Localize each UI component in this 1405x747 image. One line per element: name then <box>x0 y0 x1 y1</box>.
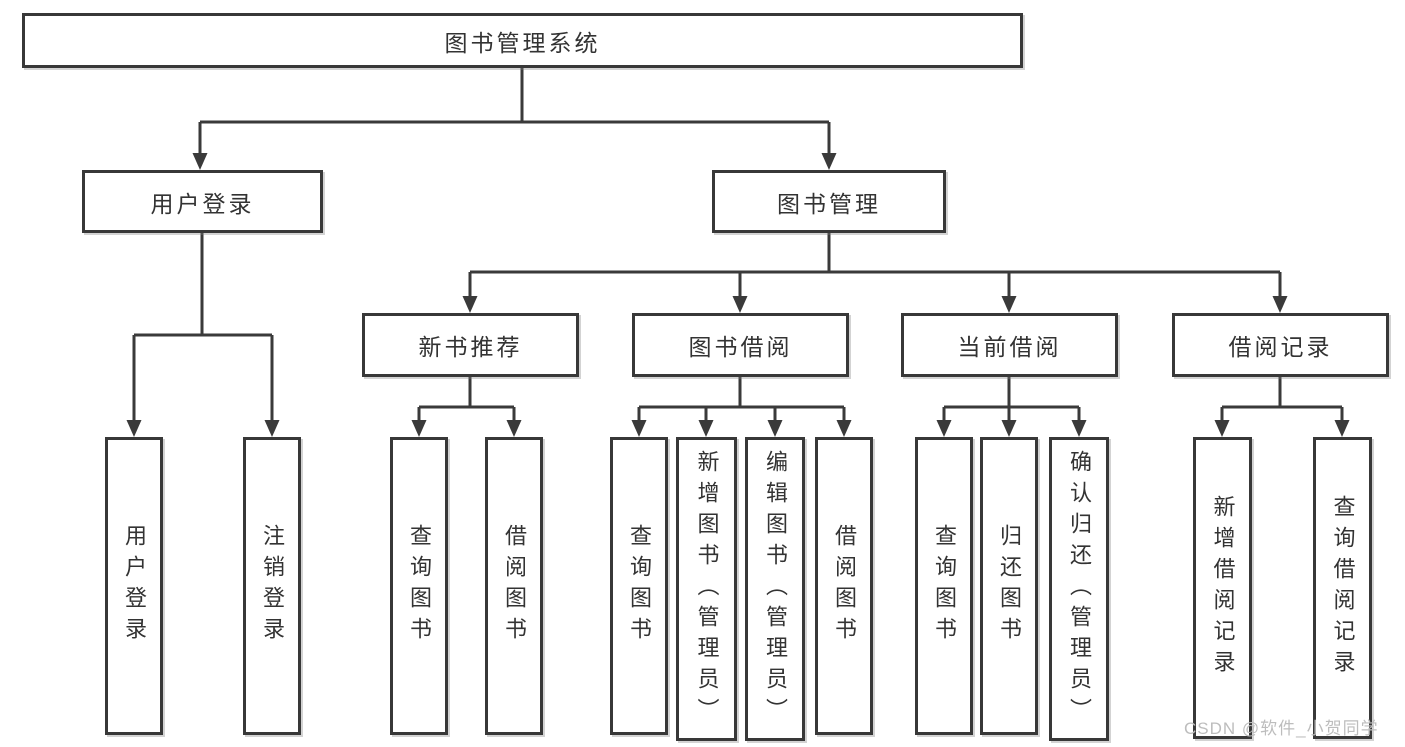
node-root-label: 图书管理系统 <box>444 29 601 56</box>
leaf-confirm-return-admin-label: 确认归还（管理员） <box>1067 449 1092 729</box>
leaf-confirm-return-admin: 确认归还（管理员） <box>1049 437 1109 741</box>
arrowhead-icon <box>1214 420 1230 437</box>
leaf-add-book-admin-label: 新增图书（管理员） <box>694 449 720 729</box>
arrowhead-icon <box>767 420 783 437</box>
leaf-query-books-borrow: 查询图书 <box>610 437 668 735</box>
leaf-borrow-books-recommend-label: 借阅图书 <box>502 524 527 648</box>
leaf-query-books-current: 查询图书 <box>915 437 973 735</box>
leaf-query-borrow-record-label: 查询借阅记录 <box>1330 495 1356 681</box>
leaf-user-login: 用户登录 <box>105 437 163 735</box>
arrowhead-icon <box>1001 420 1017 437</box>
connector-bookmgmt-to-level3 <box>468 230 1282 297</box>
leaf-borrow-books-recommend: 借阅图书 <box>485 437 543 735</box>
leaf-logout: 注销登录 <box>243 437 301 735</box>
arrowhead-icon <box>1272 296 1288 313</box>
leaf-return-book: 归还图书 <box>980 437 1038 735</box>
connector-bookborrow-to-leaves <box>637 375 846 421</box>
arrowhead-icon <box>506 420 522 437</box>
arrowhead-icon <box>411 420 427 437</box>
leaf-query-borrow-record: 查询借阅记录 <box>1313 437 1372 739</box>
node-user-login: 用户登录 <box>82 170 323 233</box>
node-current-borrow: 当前借阅 <box>901 313 1118 377</box>
leaf-logout-label: 注销登录 <box>260 524 285 648</box>
arrowhead-icon <box>1001 296 1017 313</box>
node-borrow-records-label: 借阅记录 <box>1228 334 1333 360</box>
arrowhead-icon <box>462 296 478 313</box>
leaf-query-books-current-label: 查询图书 <box>932 524 957 648</box>
arrowhead-icon <box>126 420 142 437</box>
arrowhead-icon <box>836 420 852 437</box>
connector-userlogin-to-leaves <box>132 230 274 421</box>
node-root: 图书管理系统 <box>22 13 1023 68</box>
leaf-query-books-borrow-label: 查询图书 <box>627 524 652 648</box>
connector-newbook-to-leaves <box>417 375 516 421</box>
connector-root-to-level2 <box>198 66 831 154</box>
leaf-query-books-recommend: 查询图书 <box>390 437 448 735</box>
leaf-edit-book-admin: 编辑图书（管理员） <box>745 437 805 741</box>
arrowhead-icon <box>698 420 714 437</box>
connector-currentborrow-to-leaves <box>942 375 1081 421</box>
leaf-user-login-label: 用户登录 <box>122 524 147 648</box>
leaf-add-borrow-record: 新增借阅记录 <box>1193 437 1252 739</box>
arrowhead-icon <box>631 420 647 437</box>
node-book-borrow-label: 图书借阅 <box>688 334 793 360</box>
leaf-query-books-recommend-label: 查询图书 <box>407 524 432 648</box>
leaf-edit-book-admin-label: 编辑图书（管理员） <box>763 449 788 729</box>
node-user-login-label: 用户登录 <box>150 190 255 217</box>
node-new-book-recommend: 新书推荐 <box>362 313 579 377</box>
node-book-management-label: 图书管理 <box>777 190 881 217</box>
arrowhead-icon <box>1071 420 1087 437</box>
node-new-book-recommend-label: 新书推荐 <box>418 334 523 360</box>
arrowhead-icon <box>264 420 280 437</box>
node-book-management: 图书管理 <box>712 170 946 233</box>
connector-records-to-leaves <box>1220 375 1344 421</box>
leaf-borrow-books: 借阅图书 <box>815 437 873 735</box>
node-current-borrow-label: 当前借阅 <box>957 334 1062 360</box>
arrowhead-icon <box>192 153 208 170</box>
csdn-watermark: CSDN @软件_小贺同学 <box>1184 719 1379 738</box>
node-borrow-records: 借阅记录 <box>1172 313 1389 377</box>
leaf-add-borrow-record-label: 新增借阅记录 <box>1210 495 1236 681</box>
leaf-add-book-admin: 新增图书（管理员） <box>676 437 737 741</box>
arrowhead-icon <box>936 420 952 437</box>
leaf-return-book-label: 归还图书 <box>997 524 1022 648</box>
arrowhead-icon <box>732 296 748 313</box>
arrowhead-icon <box>1334 420 1350 437</box>
node-book-borrow: 图书借阅 <box>632 313 849 377</box>
arrowhead-icon <box>821 153 837 170</box>
leaf-borrow-books-label: 借阅图书 <box>832 524 857 648</box>
